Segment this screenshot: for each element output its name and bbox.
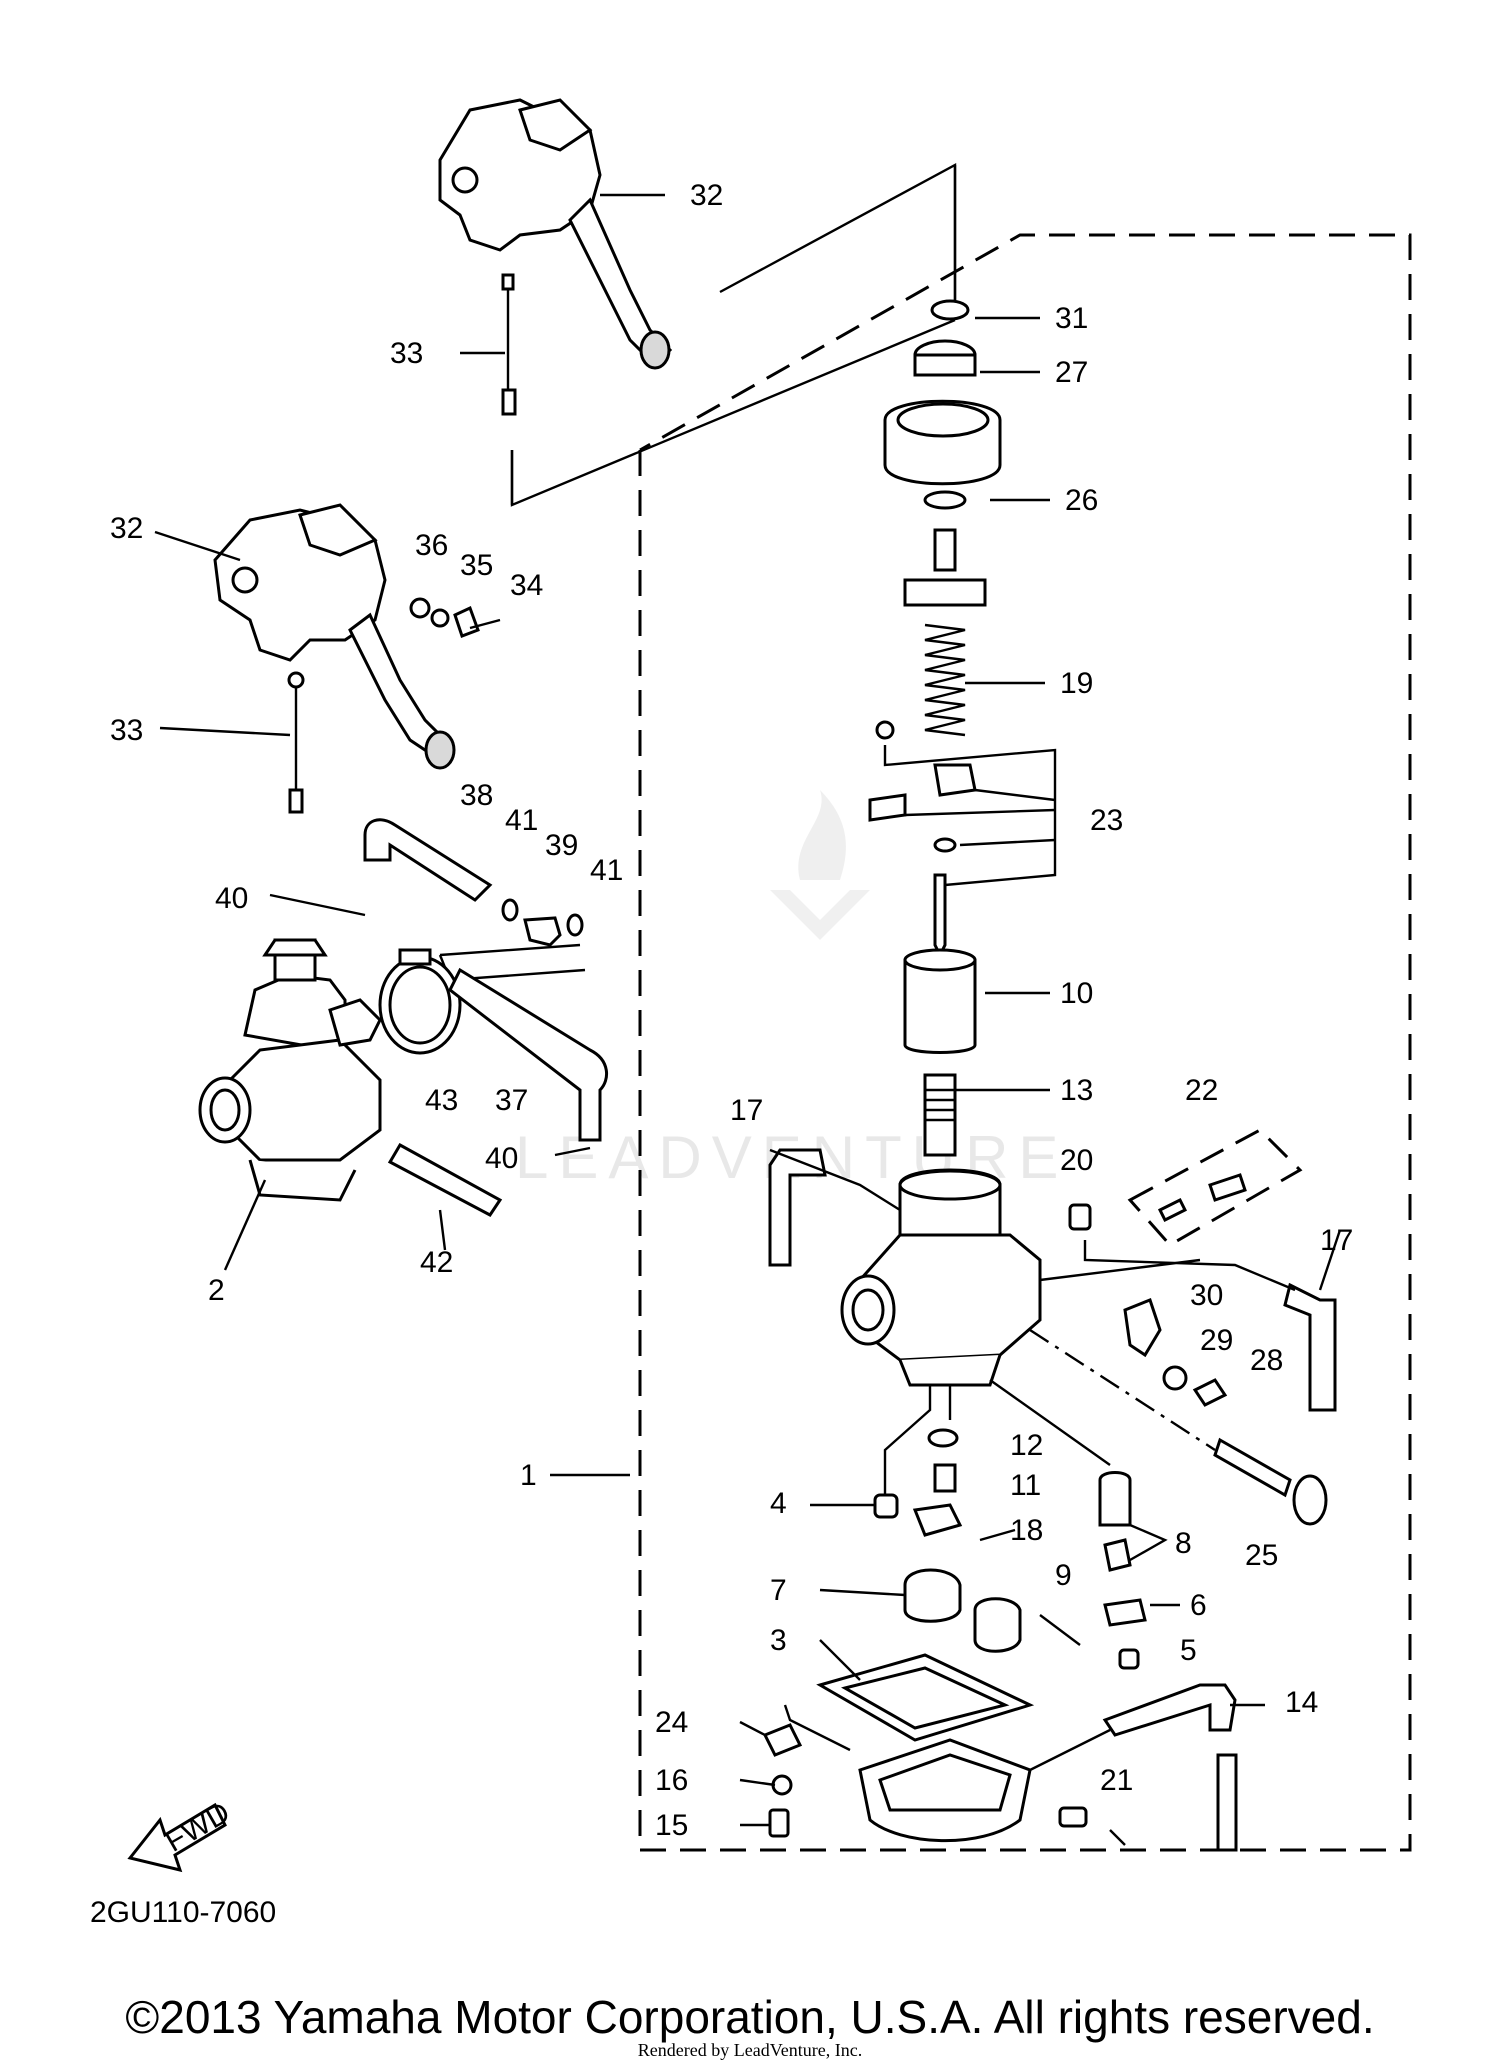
callout-29: 29 <box>1200 1324 1233 1357</box>
callout-37: 37 <box>495 1084 528 1117</box>
callout-42: 42 <box>420 1246 453 1279</box>
throttle-housing-upper <box>438 98 673 370</box>
callout-32-lower: 32 <box>110 512 143 545</box>
callout-27: 27 <box>1055 356 1088 389</box>
callout-8: 8 <box>1175 1527 1192 1560</box>
clip-joint-39-41 <box>438 898 586 982</box>
callout-22: 22 <box>1185 1074 1218 1107</box>
screw-set-34-36 <box>409 597 501 638</box>
float-pin-9 <box>1039 1614 1081 1646</box>
callout-17-right: 17 <box>1320 1224 1353 1257</box>
callout-12: 12 <box>1010 1429 1043 1462</box>
callout-26: 26 <box>1065 484 1098 517</box>
float-7 <box>903 1568 1022 1653</box>
callout-18: 18 <box>1010 1514 1043 1547</box>
callout-21: 21 <box>1100 1764 1133 1797</box>
assembly-boundary <box>638 233 1412 1852</box>
throttle-housing-lower <box>213 503 456 770</box>
callout-43: 43 <box>425 1084 458 1117</box>
callout-36: 36 <box>415 529 448 562</box>
callout-15: 15 <box>655 1809 688 1842</box>
callout-30: 30 <box>1190 1279 1223 1312</box>
callout-2: 2 <box>208 1274 225 1307</box>
callout-34: 34 <box>510 569 543 602</box>
callout-33-lower: 33 <box>110 714 143 747</box>
parts-20-22 <box>1039 1128 1303 1292</box>
callout-5: 5 <box>1180 1634 1197 1667</box>
rendered-by-note: Rendered by LeadVenture, Inc. <box>637 2040 863 2060</box>
fwd-label: FWD <box>160 1796 236 1859</box>
carburetor-left <box>198 938 382 1202</box>
callout-20: 20 <box>1060 1144 1093 1177</box>
callout-leaders <box>154 193 1342 1846</box>
gasket-3 <box>816 1653 1035 1742</box>
callout-17-left: 17 <box>730 1094 763 1127</box>
callout-41-left: 41 <box>505 804 538 837</box>
callout-13: 13 <box>1060 1074 1093 1107</box>
needle-jet-13 <box>923 1073 957 1157</box>
float-bowl <box>783 1704 1111 1843</box>
fwd-arrow-icon: FWD <box>127 1796 236 1873</box>
callout-23: 23 <box>1090 804 1123 837</box>
needle-set-23 <box>868 720 1057 959</box>
callout-38: 38 <box>460 779 493 812</box>
hose-17-right <box>1283 1282 1337 1412</box>
diagram-code: 2GU110-7060 <box>90 1896 276 1929</box>
callout-19: 19 <box>1060 667 1093 700</box>
callout-41-right: 41 <box>590 854 623 887</box>
callout-3: 3 <box>770 1624 787 1657</box>
callout-25: 25 <box>1245 1539 1278 1572</box>
callout-31: 31 <box>1055 302 1088 335</box>
tube-42 <box>387 1142 503 1217</box>
callout-33-upper: 33 <box>390 337 423 370</box>
clamp-43 <box>378 948 462 1055</box>
copyright-notice: ©2013 Yamaha Motor Corporation, U.S.A. A… <box>125 1991 1375 2043</box>
callout-4: 4 <box>770 1487 787 1520</box>
hose-17-left <box>768 1148 827 1267</box>
callout-1: 1 <box>520 1459 537 1492</box>
callout-32-upper: 32 <box>690 179 723 212</box>
right-stack-top <box>883 299 1002 737</box>
carburetor-main <box>840 1168 1042 1387</box>
callout-16: 16 <box>655 1764 688 1797</box>
callout-28: 28 <box>1250 1344 1283 1377</box>
callout-10: 10 <box>1060 977 1093 1010</box>
parts-5-6 <box>1103 1598 1147 1670</box>
callout-40-lower: 40 <box>485 1142 518 1175</box>
cable-lower <box>287 671 305 814</box>
callout-7: 7 <box>770 1574 787 1607</box>
drain-hose-14 <box>1102 1683 1238 1852</box>
callout-14: 14 <box>1285 1686 1318 1719</box>
pilot-screw-25 <box>1213 1437 1328 1526</box>
callout-35: 35 <box>460 549 493 582</box>
callout-24: 24 <box>655 1706 688 1739</box>
callout-11: 11 <box>1010 1469 1041 1502</box>
callout-40-upper: 40 <box>215 882 248 915</box>
bottom-jets <box>873 1379 1132 1572</box>
callout-labels: 32 33 31 27 26 32 36 35 34 19 33 38 41 3… <box>110 179 1353 1842</box>
callout-39: 39 <box>545 829 578 862</box>
callout-9: 9 <box>1055 1559 1072 1592</box>
hose-37 <box>448 967 609 1142</box>
callout-6: 6 <box>1190 1589 1207 1622</box>
parts-28-30 <box>1029 1298 1228 1452</box>
hose-38 <box>363 818 493 902</box>
slide-10 <box>903 948 977 1054</box>
cable-upper <box>501 273 517 416</box>
bowl-screws <box>762 1723 1088 1838</box>
